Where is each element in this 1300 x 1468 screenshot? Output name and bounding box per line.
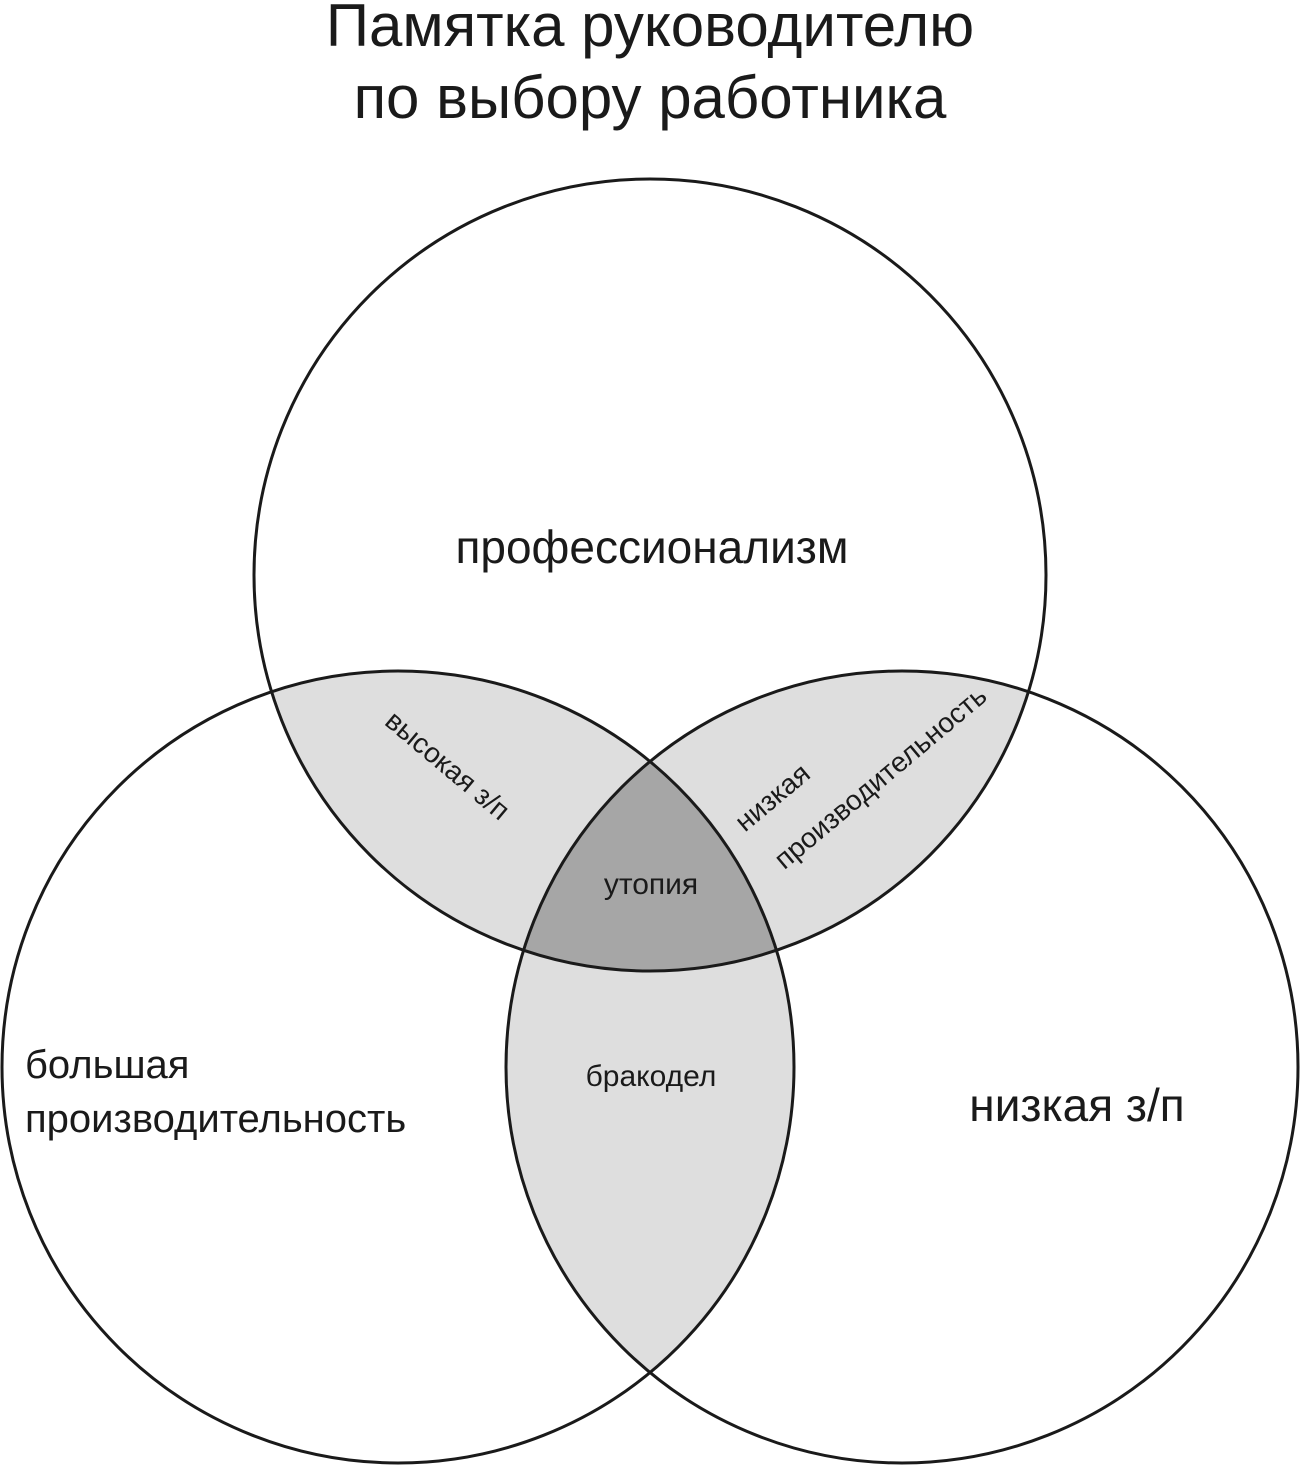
circle-high-productivity — [0, 669, 796, 1465]
label-utopia: утопия — [604, 868, 698, 901]
circle-low-salary — [504, 669, 1300, 1465]
circle-professionalism — [252, 177, 1048, 973]
label-high-productivity-line-2: производительность — [25, 1097, 406, 1141]
label-low-salary: низкая з/п — [969, 1079, 1184, 1131]
title-line-2: по выбору работника — [354, 64, 947, 131]
label-high-productivity-line-1: большая — [25, 1043, 189, 1087]
label-defect-maker: бракодел — [586, 1060, 717, 1093]
overlap-center — [506, 671, 794, 971]
label-professionalism: профессионализм — [455, 521, 848, 573]
title-line-1: Памятка руководителю — [326, 0, 974, 59]
